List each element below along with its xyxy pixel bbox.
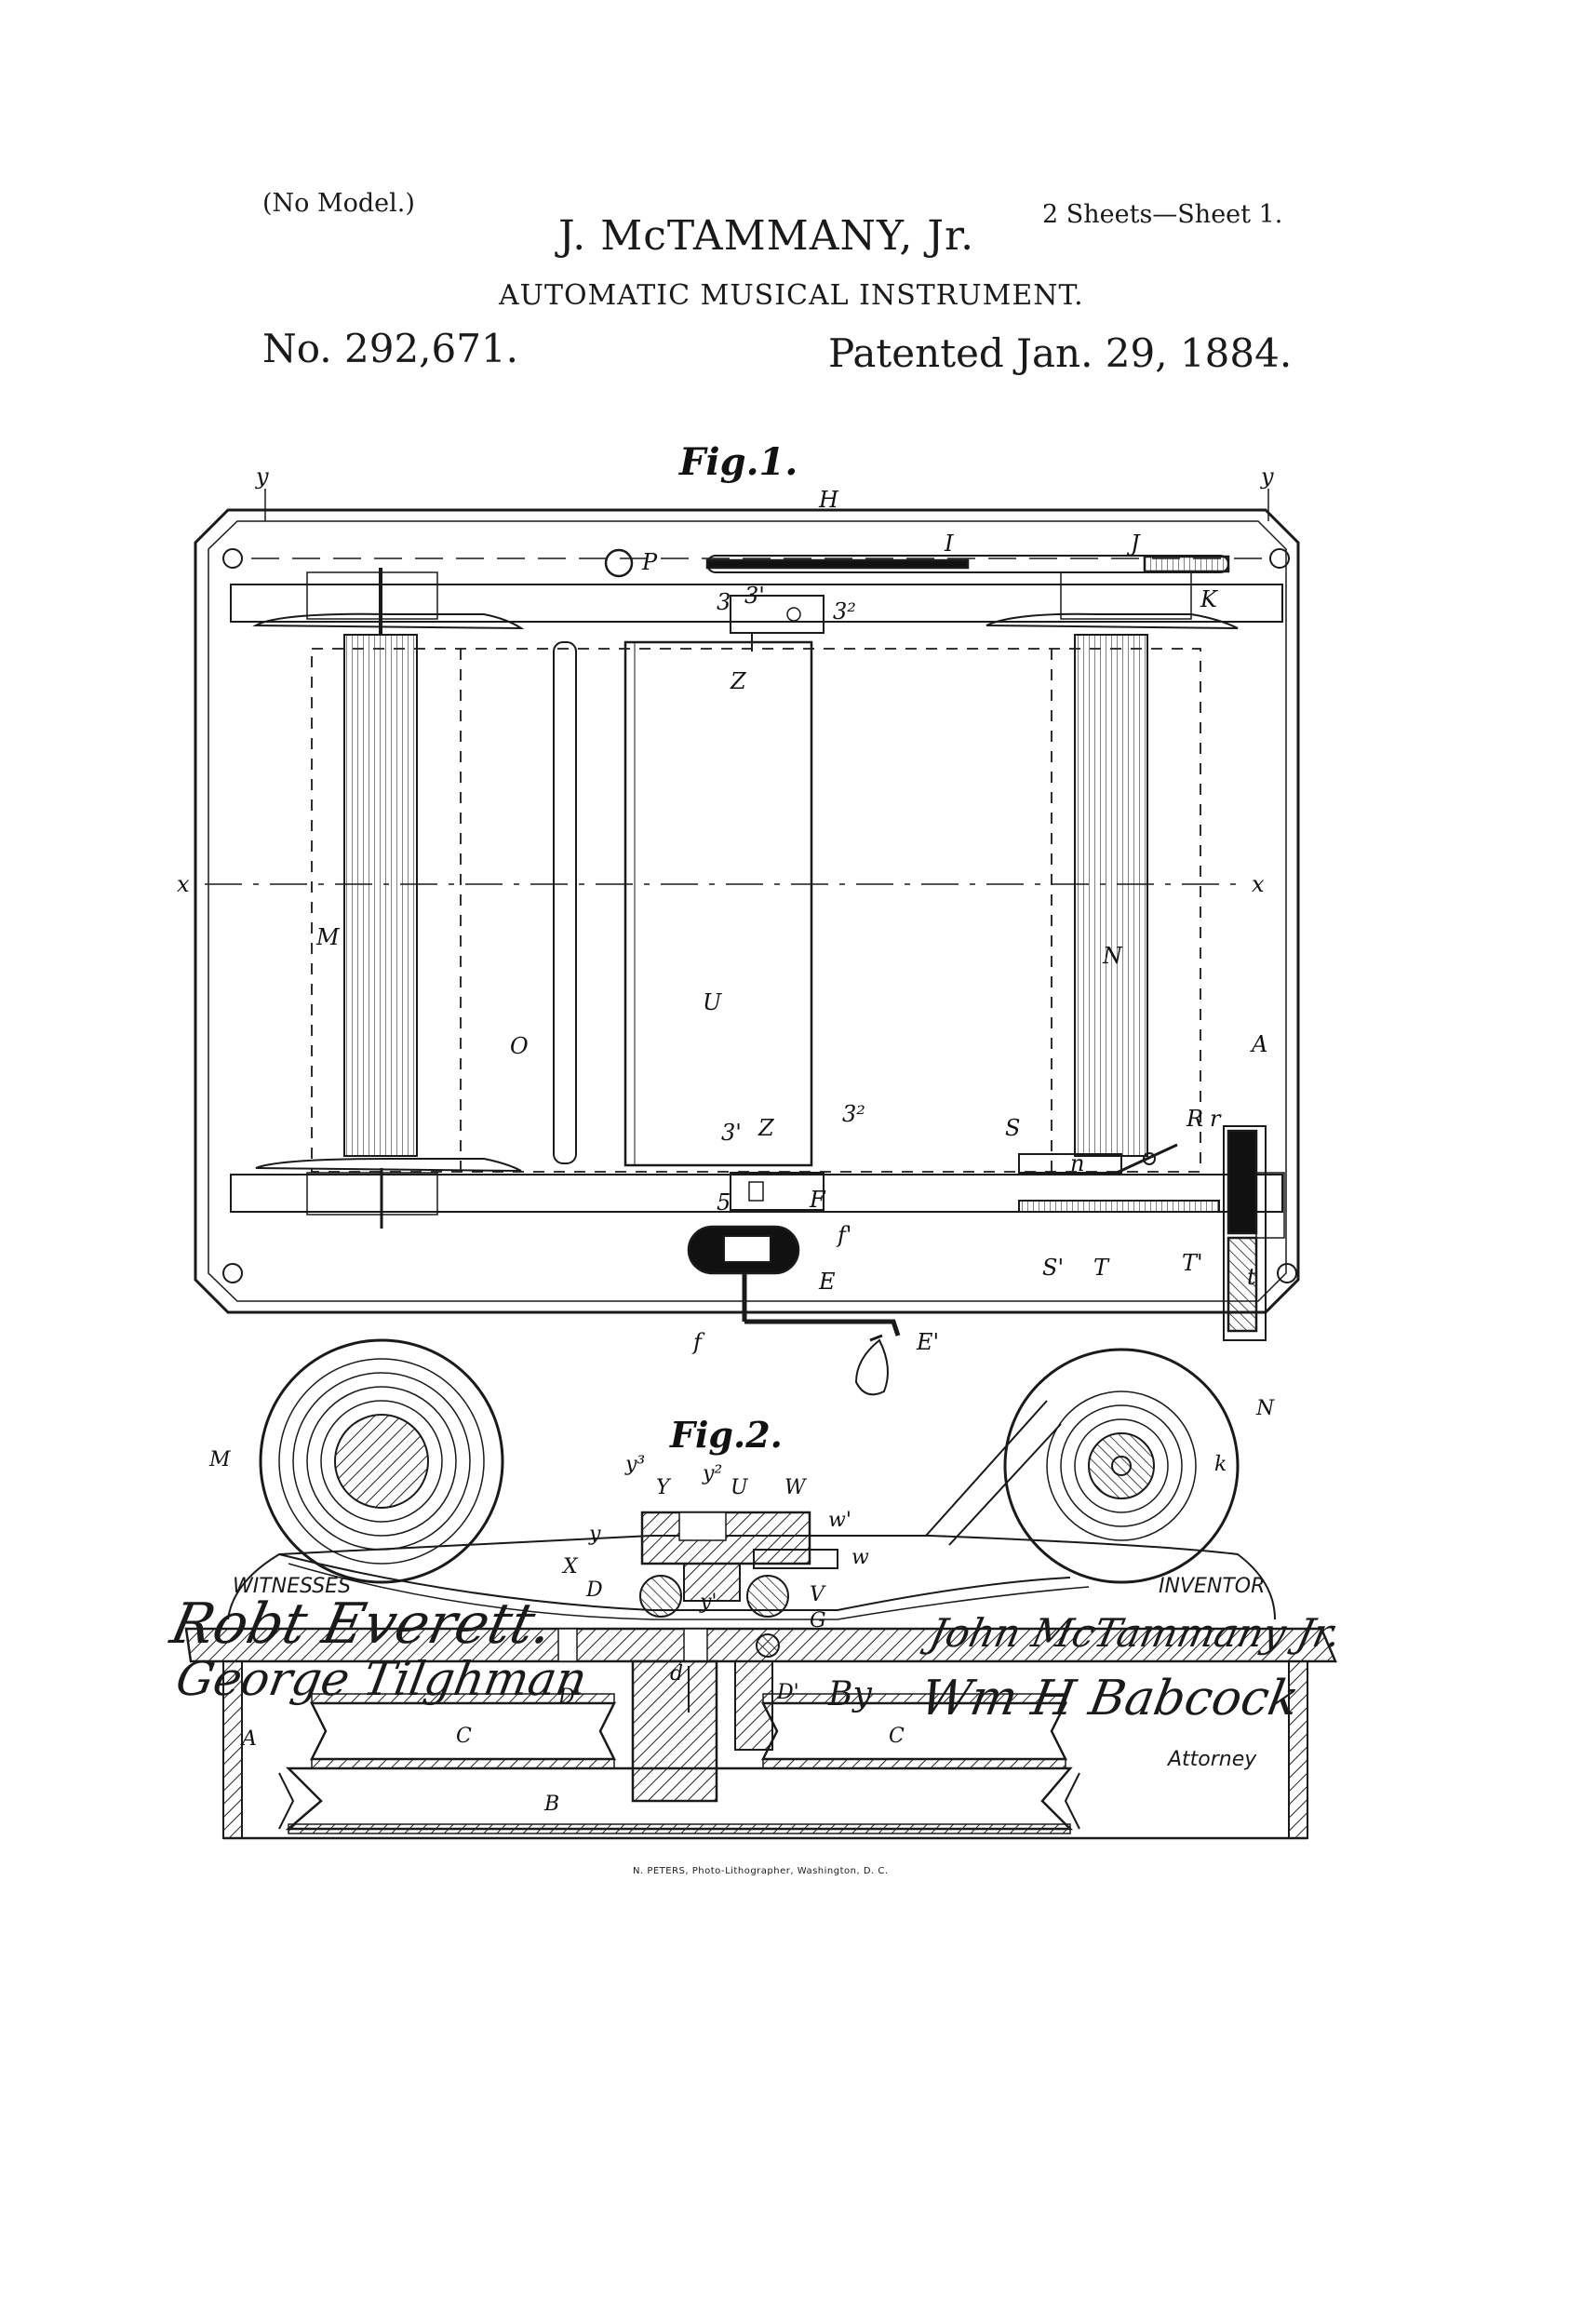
fig1-lbl-z-top: Z <box>730 668 747 694</box>
fig1-lbl-n: N <box>1102 943 1123 969</box>
fig2-lbl-g: G <box>810 1609 826 1632</box>
fig1-lbl-p: P <box>641 549 658 575</box>
fig1-lbl-z2: 3² <box>833 598 856 625</box>
fig1-lbl-n-small: n <box>1070 1150 1084 1176</box>
fig1-lbl-z1-bot: 3' <box>721 1120 742 1146</box>
fig1-lbl-a: A <box>1250 1031 1267 1057</box>
fig1-flange-right-top <box>985 612 1239 629</box>
inventor-name: J. McTAMMANY, Jr. <box>558 212 975 260</box>
fig2-lbl-m: M <box>208 1448 231 1471</box>
fig2-lbl-y-cap: Y <box>656 1476 672 1499</box>
fig2-lbl-u: U <box>731 1476 749 1499</box>
by-label: By <box>828 1675 872 1713</box>
fig2-lbl-y2: y² <box>702 1462 722 1485</box>
fig1-bottom-rail <box>230 1174 1283 1213</box>
fig1-lbl-t2: t <box>1247 1264 1256 1290</box>
fig2-roller-x <box>639 1575 682 1618</box>
witness-2-signature: George Tilghman <box>171 1652 592 1706</box>
fig2-lbl-c-left: C <box>456 1725 472 1748</box>
fig1-lbl-y-right: y <box>1260 463 1274 490</box>
fig1-crank-handle <box>744 1319 901 1337</box>
fig2-lbl-d-small: d <box>670 1662 683 1686</box>
fig2-lbl-a: A <box>240 1727 257 1751</box>
fig2-paper-sheet <box>278 1553 1071 1611</box>
fig2-lbl-d1-left: D' <box>557 1686 581 1709</box>
fig2-lbl-d: D <box>585 1578 603 1602</box>
fig1-pulley-p <box>604 548 634 578</box>
fig2-lbl-y3: y³ <box>624 1453 645 1476</box>
printer-credit: N. PETERS, Photo-Lithographer, Washingto… <box>633 1866 889 1876</box>
fig1-lbl-s1: S' <box>1042 1255 1064 1281</box>
fig2-lbl-d1-right: D' <box>776 1681 799 1704</box>
fig2-label: Fig.2. <box>669 1414 783 1456</box>
fig1-lbl-r: R <box>1186 1106 1203 1132</box>
patented-date: Patented Jan. 29, 1884. <box>828 330 1293 376</box>
fig1-tracker-u <box>623 640 813 1167</box>
fig2-lbl-n: N <box>1255 1397 1275 1420</box>
fig2-lbl-c-right: C <box>889 1725 905 1748</box>
fig1-lbl-t1-big: T' <box>1182 1250 1203 1276</box>
fig1-lbl-z2-bot: 3² <box>842 1101 865 1127</box>
inventor-heading: INVENTOR <box>1159 1575 1266 1598</box>
fig1-lbl-m: M <box>315 924 341 950</box>
fig1-lbl-e1: E' <box>916 1329 939 1355</box>
fig1-lbl-t1: t <box>1238 1174 1247 1200</box>
witnesses-heading: WITNESSES <box>233 1575 352 1598</box>
fig1-frame-inner <box>208 520 1287 1302</box>
fig1-lbl-i: I <box>944 531 954 557</box>
inventor-signature: John McTammany Jr. <box>925 1610 1346 1656</box>
fig1-lbl-f: F <box>809 1187 826 1213</box>
fig2-lbl-v: V <box>810 1583 826 1606</box>
fig2-lbl-w: W <box>784 1476 808 1499</box>
attorney-signature: Wm H Babcock <box>916 1671 1304 1726</box>
fig1-lbl-e: E <box>818 1269 836 1295</box>
fig1-dashed-outline <box>311 648 1201 1173</box>
fig2-roller-v <box>746 1575 789 1618</box>
patent-number: No. 292,671. <box>262 326 519 371</box>
sheet-count: 2 Sheets—Sheet 1. <box>1042 200 1283 229</box>
fig1-lbl-f1: f' <box>836 1222 851 1248</box>
fig1-lbl-k: K <box>1200 586 1219 612</box>
fig1-gear-housing <box>1223 1125 1267 1341</box>
fig2-roll-m <box>259 1338 504 1584</box>
fig1-flange-left-bottom <box>255 1158 522 1172</box>
fig2-lbl-b: B <box>543 1793 559 1816</box>
fig2-central-block <box>631 1659 718 1803</box>
fig2-roll-n <box>1003 1348 1240 1584</box>
fig1-lbl-r-small: r <box>1210 1106 1222 1132</box>
fig1-lbl-u: U <box>703 989 722 1015</box>
fig1-lbl-5: 5 <box>717 1189 731 1216</box>
fig2-lbl-y1: y' <box>699 1591 717 1614</box>
fig1-lbl-z3: 3 <box>717 589 731 615</box>
fig2-lbl-w-small: w <box>851 1546 869 1569</box>
fig1-lbl-o: O <box>510 1033 529 1059</box>
fig1-lbl-z3p: 3' <box>744 583 765 609</box>
fig2-lbl-k: k <box>1214 1453 1227 1476</box>
fig1-bar-o <box>553 641 577 1164</box>
fig2-lbl-y: y <box>588 1523 601 1546</box>
fig1-lbl-t: T <box>1093 1255 1110 1281</box>
fig1-lbl-x-left: x <box>177 871 190 897</box>
fig2-lbl-w1: w' <box>828 1509 851 1532</box>
patent-title: AUTOMATIC MUSICAL INSTRUMENT. <box>499 279 1084 312</box>
fig1-lbl-y-left: y <box>255 463 269 490</box>
fig1-roller-n <box>1074 634 1148 1157</box>
attorney-heading: Attorney <box>1168 1748 1257 1771</box>
fig1-lbl-s: S <box>1005 1115 1020 1141</box>
no-model-note: (No Model.) <box>262 189 415 218</box>
fig1-top-rail <box>230 584 1283 623</box>
fig2-lbl-x: X <box>561 1555 579 1578</box>
fig1-lbl-z-bot: Z <box>757 1115 775 1141</box>
fig1-lbl-h: H <box>818 487 839 513</box>
witness-1-signature: Robt Everett. <box>165 1592 559 1657</box>
fig1-label: Fig.1. <box>678 440 798 484</box>
fig1-lbl-x-right: x <box>1252 871 1265 897</box>
